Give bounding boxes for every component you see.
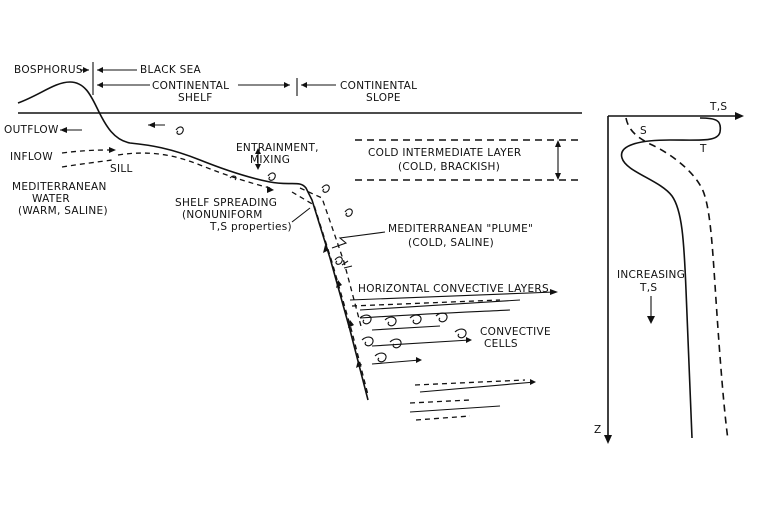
label-med-water-1: MEDITERRANEAN xyxy=(12,181,107,193)
ts-axis-arrowhead xyxy=(735,112,744,120)
label-sill: SILL xyxy=(110,163,133,175)
shelf-leader xyxy=(291,207,311,223)
label-slope-1: CONTINENTAL xyxy=(340,80,417,92)
label-axis-ts: T,S xyxy=(709,101,727,113)
label-increasing-2: T,S xyxy=(639,282,657,294)
label-inflow: INFLOW xyxy=(10,151,53,163)
label-entrainment-1: ENTRAINMENT, xyxy=(236,142,319,154)
label-bosphorus: BOSPHORUS xyxy=(14,64,83,76)
region-scale xyxy=(80,62,336,96)
label-cil-2: (COLD, BRACKISH) xyxy=(398,161,500,173)
outflow-arrows xyxy=(60,122,165,133)
label-black-sea: BLACK SEA xyxy=(140,64,202,76)
inflow-arrows xyxy=(61,147,274,193)
label-shelf-spread-2: (NONUNIFORM xyxy=(182,209,263,221)
label-med-water-3: (WARM, SALINE) xyxy=(18,205,108,217)
entrainment-swirls xyxy=(175,126,353,269)
labels: BOSPHORUS BLACK SEA CONTINENTAL SHELF CO… xyxy=(4,64,551,350)
label-shelf-1: CONTINENTAL xyxy=(152,80,229,92)
curve-t xyxy=(620,117,722,439)
ts-profile-panel: T,S Z S T INCREASING T,S xyxy=(594,101,744,444)
label-conv-cells-2: CELLS xyxy=(484,338,518,350)
label-curve-t: T xyxy=(699,143,707,155)
plume-flow xyxy=(291,187,369,396)
label-plume-1: MEDITERRANEAN "PLUME" xyxy=(388,223,533,235)
label-slope-2: SLOPE xyxy=(366,92,401,104)
label-conv-cells-1: CONVECTIVE xyxy=(480,326,551,338)
label-increasing-1: INCREASING xyxy=(617,269,685,281)
label-shelf-2: SHELF xyxy=(178,92,213,104)
label-axis-z: Z xyxy=(594,424,602,436)
label-curve-s: S xyxy=(640,125,647,137)
convective-cells xyxy=(359,312,472,365)
label-horizontal-layers: HORIZONTAL CONVECTIVE LAYERS xyxy=(358,283,549,295)
label-plume-2: (COLD, SALINE) xyxy=(408,237,494,249)
z-axis-arrowhead xyxy=(604,435,612,444)
cil-thickness-arrow xyxy=(555,140,561,180)
label-med-water-2: WATER xyxy=(32,193,70,205)
curve-s xyxy=(625,117,729,441)
label-cil-1: COLD INTERMEDIATE LAYER xyxy=(368,147,522,159)
seafloor-profile xyxy=(17,81,369,401)
main-schematic xyxy=(17,62,582,421)
deep-intrusions xyxy=(409,379,536,421)
plume-leader xyxy=(331,231,386,249)
label-shelf-spread-3: T,S properties) xyxy=(209,221,292,233)
label-shelf-spread-1: SHELF SPREADING xyxy=(175,197,277,209)
label-entrainment-2: MIXING xyxy=(250,154,290,166)
label-outflow: OUTFLOW xyxy=(4,124,59,136)
